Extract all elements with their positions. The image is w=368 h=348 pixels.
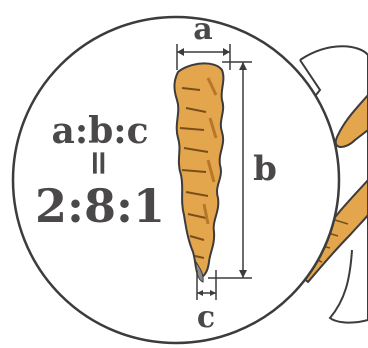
label-c: c (197, 300, 215, 335)
ratio-names: a:b:c (52, 110, 149, 152)
ratio-equals: = (79, 149, 119, 178)
label-b: b (253, 149, 277, 189)
ratio-values: 2:8:1 (35, 179, 165, 233)
label-a: a (193, 12, 212, 47)
